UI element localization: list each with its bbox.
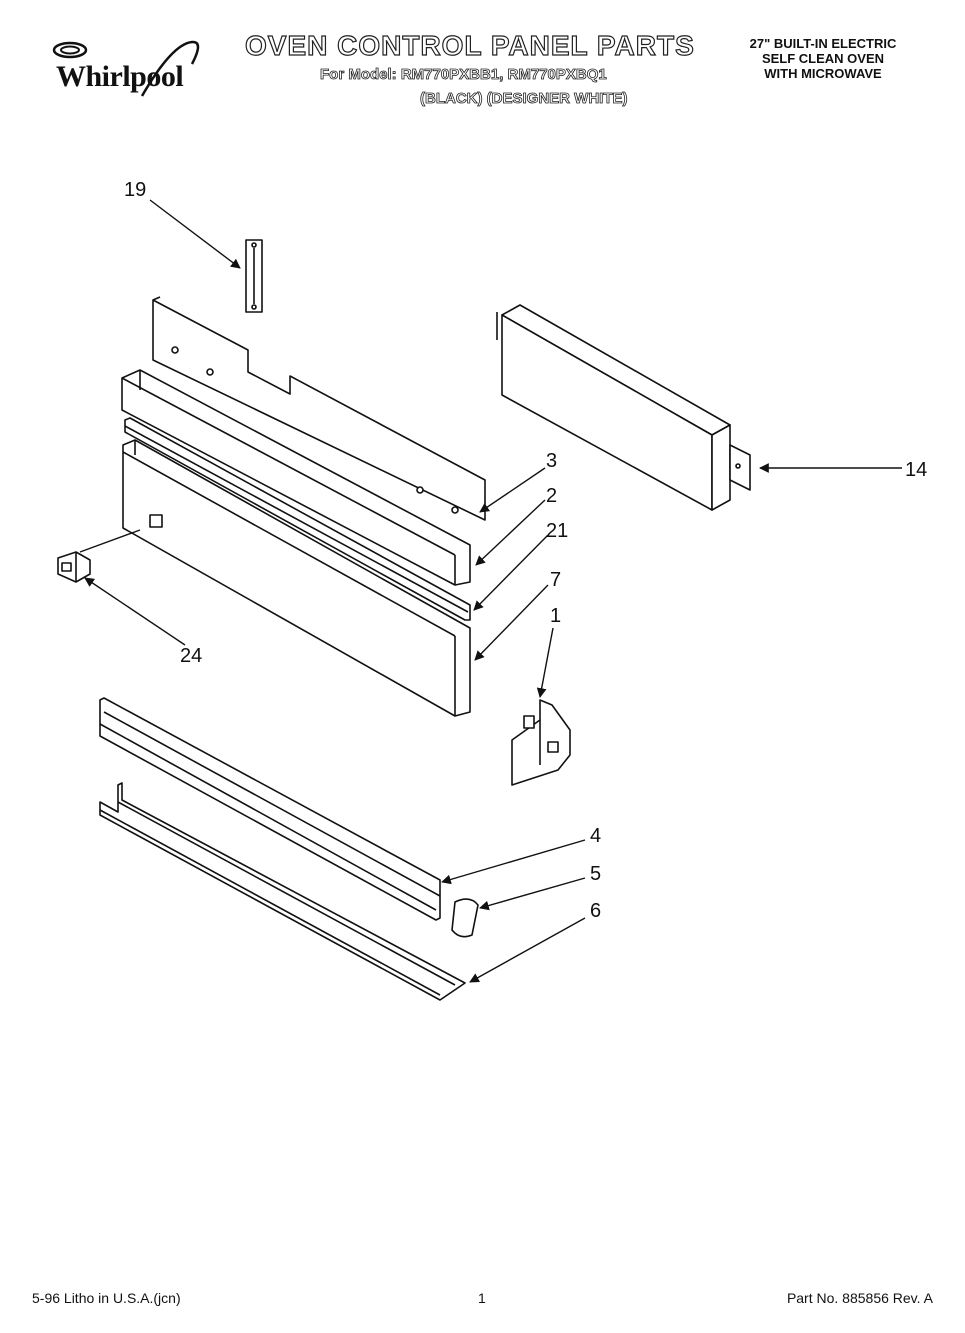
product-line-1: 27" BUILT-IN ELECTRIC [749,36,897,51]
callout-1: 1 [550,605,561,627]
callout-6: 6 [590,900,601,922]
leader-24 [84,577,186,646]
leader-1 [536,627,554,698]
callout-19: 19 [124,179,146,201]
page-title: OVEN CONTROL PANEL PARTS [244,29,695,61]
leader-4 [441,839,586,885]
part-5-end-cap [451,898,479,938]
leader-19 [149,199,241,269]
leader-21 [473,534,549,611]
leader-6 [469,917,586,983]
part-6-bottom-rail [99,782,466,1001]
callout-14: 14 [905,459,927,481]
leader-5 [479,877,586,911]
brand-name: Whirlpool [56,60,184,93]
callout-4: 4 [590,825,601,847]
leader-2 [475,499,546,566]
part-4-trim [99,697,441,921]
model-line: For Model: RM770PXBB1, RM770PXBQ1 [320,66,608,84]
leader-24-connector [79,529,141,553]
part-2-channel [121,369,471,586]
leader-3 [479,467,546,513]
callout-2: 2 [546,485,557,507]
product-line-2: SELF CLEAN OVEN [761,51,885,66]
part-7-control-panel [122,439,471,717]
part-21-strip [124,417,471,621]
callout-3: 3 [546,450,557,472]
part-24-switch [57,551,91,583]
leader-7 [474,584,549,661]
callout-7: 7 [550,569,561,591]
product-line-3: WITH MICROWAVE [764,66,882,81]
product-description: 27" BUILT-IN ELECTRIC SELF CLEAN OVEN WI… [723,36,923,81]
part-1-side-bracket [511,699,571,786]
callout-24: 24 [180,645,202,667]
brand-logo: Whirlpool [42,34,212,114]
part-19-bracket [245,239,263,313]
footer-litho: 5-96 Litho in U.S.A.(jcn) [32,1290,181,1306]
logo-swoosh-icon [52,40,200,97]
color-line: (BLACK) (DESIGNER WHITE) [420,90,628,108]
callout-5: 5 [590,863,601,885]
part-14-control-box [496,304,751,511]
part-3-top-panel [152,296,486,521]
footer-page-number: 1 [478,1290,486,1306]
callout-21: 21 [546,520,568,542]
footer-part-number: Part No. 885856 Rev. A [786,1290,933,1306]
